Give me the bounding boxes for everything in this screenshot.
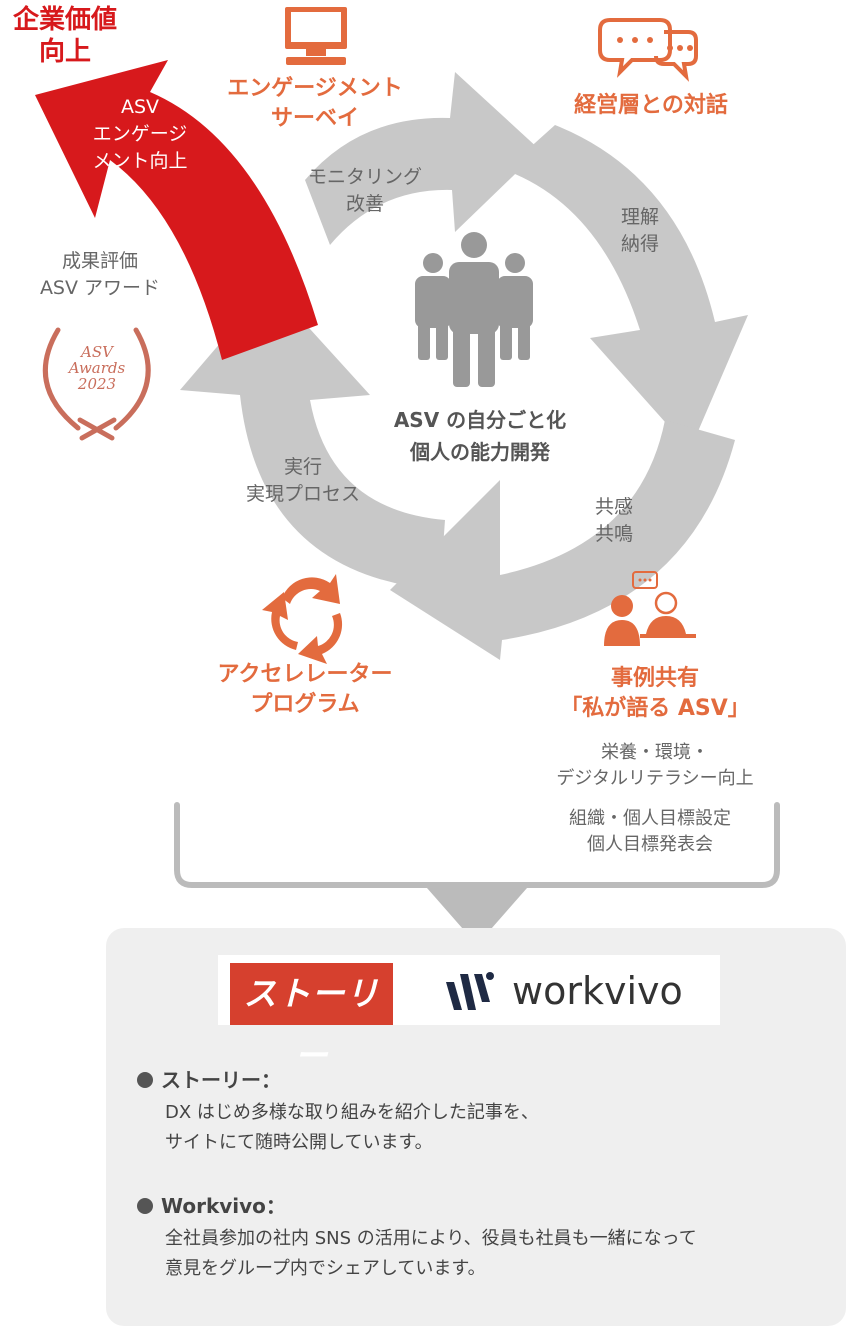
bullet-dot-icon — [137, 1198, 153, 1214]
cycle-diagram — [35, 7, 780, 930]
cycle-arrow-bottom — [390, 420, 735, 660]
understanding-label: 理解 納得 — [600, 204, 680, 258]
cycle-arrow-right — [505, 125, 748, 450]
story-item-line1: DX はじめ多様な取り組みを紹介した記事を、 — [165, 1102, 539, 1123]
empathy-line2: 共鳴 — [594, 523, 633, 545]
bottom-bracket — [174, 802, 780, 888]
execution-line1: 実行 — [283, 456, 322, 478]
workvivo-logo-icon — [446, 972, 494, 1010]
workvivo-item-line2: 意見をグループ内でシェアしています。 — [165, 1258, 486, 1279]
story-item: ストーリー： DX はじめ多様な取り組みを紹介した記事を、 サイトにて随時公開し… — [137, 1066, 817, 1158]
red-arrow-line2: エンゲージ — [92, 123, 188, 145]
center-line2: 個人の能力開発 — [410, 440, 550, 464]
survey-line1: エンゲージメント — [227, 76, 403, 101]
empathy-label: 共感 共鳴 — [574, 494, 654, 548]
down-arrow — [427, 888, 527, 930]
workvivo-item-line1: 全社員参加の社内 SNS の活用により、役員も社員も一緒になって — [165, 1228, 697, 1249]
red-arrow-line3: メント向上 — [92, 150, 188, 172]
accelerator-line2: プログラム — [250, 692, 360, 717]
execution-label: 実行 実現プロセス — [218, 454, 388, 508]
evaluation-line2: ASV アワード — [39, 277, 161, 299]
workvivo-item-title: Workvivo： — [161, 1194, 286, 1218]
execution-line2: 実現プロセス — [245, 483, 360, 505]
case-share-label: 事例共有 「私が語る ASV」 — [540, 664, 770, 724]
red-value-arrow — [35, 60, 318, 360]
cycle-arrow-top — [305, 72, 540, 245]
award-badge-line1: ASV — [81, 343, 113, 361]
bullet-dot-icon — [137, 1072, 153, 1088]
monitoring-line2: 改善 — [345, 193, 384, 215]
dialogue-label: 経営層との対話 — [574, 93, 728, 118]
award-laurel-icon — [42, 327, 151, 441]
center-label: ASV の自分ごと化 個人の能力開発 — [365, 404, 595, 468]
corporate-value-line1: 企業価値 — [12, 5, 117, 35]
literacy-label: 栄養・環境・ デジタルリテラシー向上 — [520, 740, 790, 792]
understanding-line2: 納得 — [620, 233, 659, 255]
goals-line1: 組織・個人目標設定 — [569, 808, 731, 829]
accelerator-line1: アクセレレーター — [217, 662, 393, 687]
corporate-value-label: 企業価値 向上 — [0, 4, 130, 68]
story-logo[interactable]: ストーリー — [230, 963, 393, 1075]
literacy-line2: デジタルリテラシー向上 — [556, 768, 754, 789]
story-item-line2: サイトにて随時公開しています。 — [165, 1132, 433, 1153]
workvivo-item: Workvivo： 全社員参加の社内 SNS の活用により、役員も社員も一緒にな… — [137, 1192, 837, 1284]
center-line1: ASV の自分ごと化 — [393, 408, 567, 432]
workvivo-logo[interactable]: workvivo — [512, 969, 683, 1013]
goals-line2: 個人目標発表会 — [587, 834, 713, 855]
people-icon — [415, 232, 533, 387]
speech-bubbles-icon — [598, 18, 698, 82]
award-badge-line2: Awards — [68, 359, 126, 377]
literacy-line1: 栄養・環境・ — [601, 742, 709, 763]
computer-icon — [285, 7, 347, 65]
monitoring-label: モニタリング 改善 — [285, 164, 445, 218]
people-talking-icon — [604, 571, 696, 646]
empathy-line1: 共感 — [594, 496, 633, 518]
goals-label: 組織・個人目標設定 個人目標発表会 — [530, 806, 770, 858]
red-arrow-line1: ASV — [120, 96, 160, 118]
case-share-line1: 事例共有 — [610, 666, 699, 691]
award-badge-line3: 2023 — [77, 375, 117, 393]
award-badge: ASV Awards 2023 — [52, 344, 142, 392]
monitoring-line1: モニタリング — [307, 166, 422, 188]
corporate-value-line2: 向上 — [38, 37, 91, 67]
survey-label: エンゲージメント サーベイ — [200, 74, 430, 134]
case-share-line2: 「私が語る ASV」 — [560, 696, 750, 721]
cycle-arrow-left — [180, 285, 445, 590]
accelerator-label: アクセレレーター プログラム — [180, 660, 430, 720]
recycle-arrows-icon — [262, 574, 343, 664]
understanding-line1: 理解 — [620, 206, 659, 228]
evaluation-label: 成果評価 ASV アワード — [10, 248, 190, 302]
story-item-title: ストーリー： — [161, 1068, 281, 1092]
survey-line2: サーベイ — [270, 106, 359, 131]
red-arrow-label: ASV エンゲージ メント向上 — [70, 94, 210, 175]
evaluation-line1: 成果評価 — [61, 250, 138, 272]
